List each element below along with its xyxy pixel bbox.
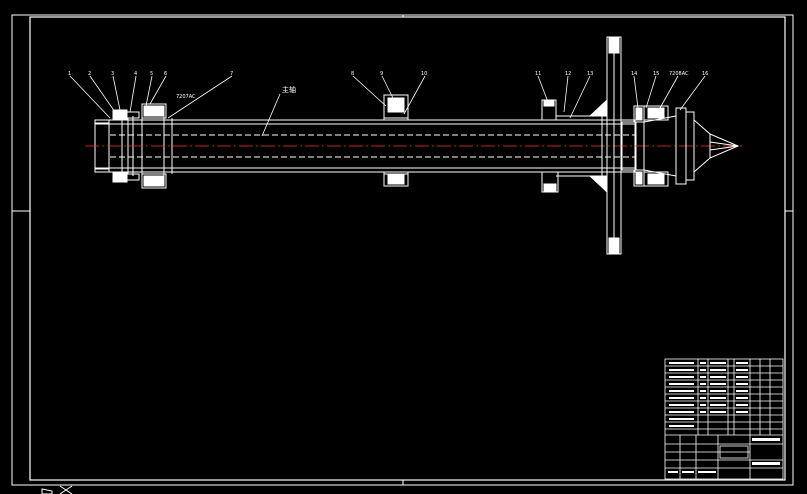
outer-border xyxy=(11,14,794,486)
callout-4: 4 xyxy=(134,71,137,77)
callout-13: 13 xyxy=(587,71,593,77)
callout-12: 12 xyxy=(565,71,571,77)
callout-1: 1 xyxy=(68,71,71,77)
callout-2: 2 xyxy=(88,71,91,77)
callout-leaders xyxy=(69,75,706,137)
large-flange xyxy=(588,36,622,255)
middle-gear xyxy=(383,94,409,187)
callout-labels: 1 2 3 4 5 6 7 7207AC 主轴 8 9 10 11 12 13 … xyxy=(68,71,708,100)
callout-5: 5 xyxy=(150,71,153,77)
left-bearing-assembly xyxy=(112,103,167,189)
callout-9: 9 xyxy=(380,71,383,77)
callout-14: 14 xyxy=(631,71,637,77)
callout-7: 7 xyxy=(230,71,233,77)
sheet-frame xyxy=(11,14,794,486)
callout-8: 8 xyxy=(351,71,354,77)
part-label-main-shaft: 主轴 xyxy=(282,85,296,94)
title-block-text-marks xyxy=(668,362,780,473)
callout-15: 15 xyxy=(653,71,659,77)
inner-border xyxy=(29,16,786,481)
callout-11: 11 xyxy=(535,71,541,77)
callout-3: 3 xyxy=(111,71,114,77)
title-block xyxy=(664,358,784,480)
callout-6: 6 xyxy=(164,71,167,77)
callout-10: 10 xyxy=(421,71,427,77)
callout-right-spec: 7208AC xyxy=(669,71,689,77)
live-center-tip xyxy=(643,107,740,185)
callout-bearing-spec: 7207AC xyxy=(176,94,196,100)
callout-16: 16 xyxy=(702,71,708,77)
title-block-frame xyxy=(664,358,784,480)
projection-symbol xyxy=(41,485,73,494)
